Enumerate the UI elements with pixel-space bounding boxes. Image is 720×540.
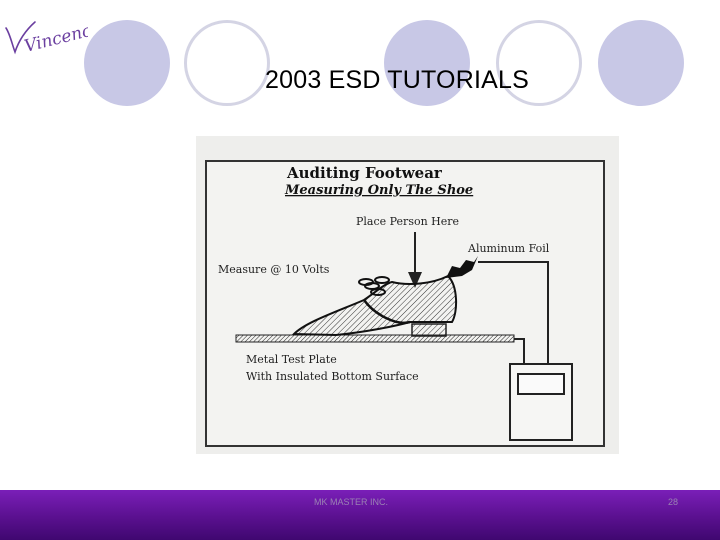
slide-title: 2003 ESD TUTORIALS xyxy=(265,66,529,94)
label-measure: Measure @ 10 Volts xyxy=(218,263,330,276)
footer-bar: MK MASTER INC. 28 xyxy=(0,490,720,540)
meter-device xyxy=(509,363,573,441)
metal-test-plate xyxy=(235,334,515,343)
shoe-heel xyxy=(411,323,447,337)
company-logo: Vincenc xyxy=(5,21,88,57)
page-number: 28 xyxy=(668,497,679,507)
aluminum-foil xyxy=(446,256,478,278)
footwear-diagram: Auditing Footwear Measuring Only The Sho… xyxy=(196,136,619,454)
label-aluminum-foil: Aluminum Foil xyxy=(467,242,550,255)
down-arrow-icon xyxy=(408,232,422,288)
shoe-sole-line xyxy=(362,299,411,325)
shoe-body xyxy=(291,274,458,337)
decor-circle-4 xyxy=(496,20,582,106)
logo-text: Vincenc xyxy=(22,21,88,57)
decor-circle-5 xyxy=(598,20,684,106)
label-place-person: Place Person Here xyxy=(356,215,459,228)
figure-heading: Auditing Footwear xyxy=(286,164,443,182)
meter-wires xyxy=(478,261,549,364)
decor-circle-3 xyxy=(384,20,470,106)
label-metal-plate: Metal Test Plate xyxy=(246,353,337,366)
figure-subheading: Measuring Only The Shoe xyxy=(284,183,473,198)
label-insulated: With Insulated Bottom Surface xyxy=(246,370,419,383)
footer-company: MK MASTER INC. xyxy=(314,497,389,507)
decor-circle-2 xyxy=(184,20,270,106)
decor-circle-1 xyxy=(84,20,170,106)
shoe-laces-icon xyxy=(358,276,390,296)
